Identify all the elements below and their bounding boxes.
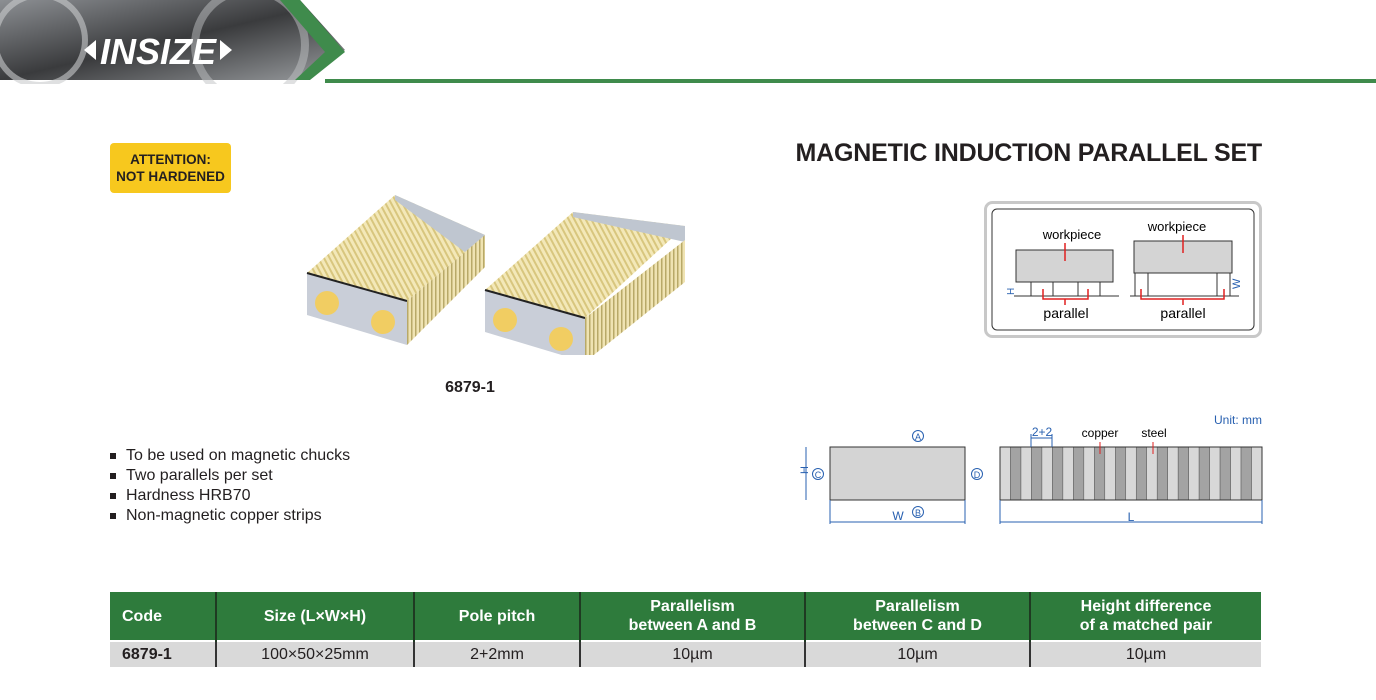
svg-text:2+2: 2+2 <box>1032 425 1053 439</box>
steel-strip <box>1167 446 1179 501</box>
usage-diagram: workpiece H parallel workpiece W paralle… <box>984 201 1262 338</box>
attention-line2: NOT HARDENED <box>116 169 225 184</box>
svg-text:H: H <box>799 466 811 474</box>
svg-text:L: L <box>1128 510 1135 524</box>
steel-strip <box>1062 446 1074 501</box>
copper-strip <box>1031 446 1043 501</box>
unit-label: Unit: mm <box>1214 413 1262 427</box>
copper-strip <box>1094 446 1106 501</box>
steel-strip <box>1146 446 1158 501</box>
steel-strip <box>1209 446 1221 501</box>
svg-text:workpiece: workpiece <box>1147 219 1207 234</box>
copper-strip <box>1052 446 1064 501</box>
feature-item: Hardness HRB70 <box>110 486 350 506</box>
feature-item: To be used on magnetic chucks <box>110 446 350 466</box>
usage-right: workpiece W parallel <box>1130 219 1243 321</box>
svg-text:W: W <box>1231 278 1243 289</box>
steel-strip <box>1188 446 1200 501</box>
feature-list: To be used on magnetic chucks Two parall… <box>110 446 350 526</box>
page-title: MAGNETIC INDUCTION PARALLEL SET <box>795 139 1263 167</box>
cell-pole-pitch: 2+2mm <box>414 640 581 667</box>
steel-strip <box>1104 446 1116 501</box>
copper-strip <box>1073 446 1085 501</box>
attention-line1: ATTENTION: <box>130 152 211 167</box>
svg-text:INSIZE: INSIZE <box>100 31 217 72</box>
copper-strip <box>1156 446 1168 501</box>
steel-strip <box>999 446 1011 501</box>
feature-item: Two parallels per set <box>110 466 350 486</box>
product-image <box>306 195 685 355</box>
cell-parallelism-ab: 10µm <box>580 640 806 667</box>
dimension-diagram: Unit: mm A B C D H W 2+2 copper steel L <box>799 413 1263 524</box>
insize-logo: INSIZE <box>84 31 232 72</box>
steel-strip <box>1230 446 1242 501</box>
svg-text:A: A <box>915 432 921 442</box>
svg-text:copper: copper <box>1082 426 1119 440</box>
svg-text:workpiece: workpiece <box>1042 227 1102 242</box>
side-view: 2+2 copper steel L <box>999 425 1263 524</box>
copper-strip <box>1240 446 1252 501</box>
spec-table: Code Size (L×W×H) Pole pitch Parallelism… <box>110 592 1261 667</box>
header-banner: INSIZE <box>0 0 1376 84</box>
steel-strip <box>1020 446 1032 501</box>
steel-strip <box>1125 446 1137 501</box>
svg-text:parallel: parallel <box>1160 305 1205 321</box>
cell-size: 100×50×25mm <box>216 640 415 667</box>
svg-text:D: D <box>974 470 981 480</box>
copper-strip <box>1177 446 1189 501</box>
copper-strip <box>1115 446 1127 501</box>
usage-left: workpiece H parallel <box>1006 227 1119 321</box>
cell-parallelism-cd: 10µm <box>805 640 1031 667</box>
svg-text:H: H <box>1006 288 1017 295</box>
parallel-block-left <box>306 195 485 345</box>
svg-text:C: C <box>815 470 822 480</box>
feature-item: Non-magnetic copper strips <box>110 506 350 526</box>
col-header-code: Code <box>110 592 217 641</box>
end-view: A B C D H W <box>799 430 983 524</box>
svg-text:B: B <box>915 508 921 518</box>
table-row: 6879-1 100×50×25mm 2+2mm 10µm 10µm 10µm <box>110 640 1261 667</box>
copper-strip <box>1198 446 1210 501</box>
steel-strip <box>1083 446 1095 501</box>
product-code-caption: 6879-1 <box>445 379 495 396</box>
col-header-size: Size (L×W×H) <box>216 592 415 641</box>
parallel-block-right <box>484 212 685 355</box>
copper-strip <box>1010 446 1022 501</box>
copper-strip <box>1135 446 1147 501</box>
steel-strip <box>1041 446 1053 501</box>
copper-strip <box>1219 446 1231 501</box>
svg-text:W: W <box>892 509 904 523</box>
attention-badge: ATTENTION: NOT HARDENED <box>110 143 231 193</box>
svg-text:steel: steel <box>1141 426 1166 440</box>
col-header-pole-pitch: Pole pitch <box>414 592 581 641</box>
cell-code: 6879-1 <box>110 640 217 667</box>
steel-strip <box>1251 446 1263 501</box>
svg-text:parallel: parallel <box>1043 305 1088 321</box>
cell-height-diff: 10µm <box>1030 640 1261 667</box>
